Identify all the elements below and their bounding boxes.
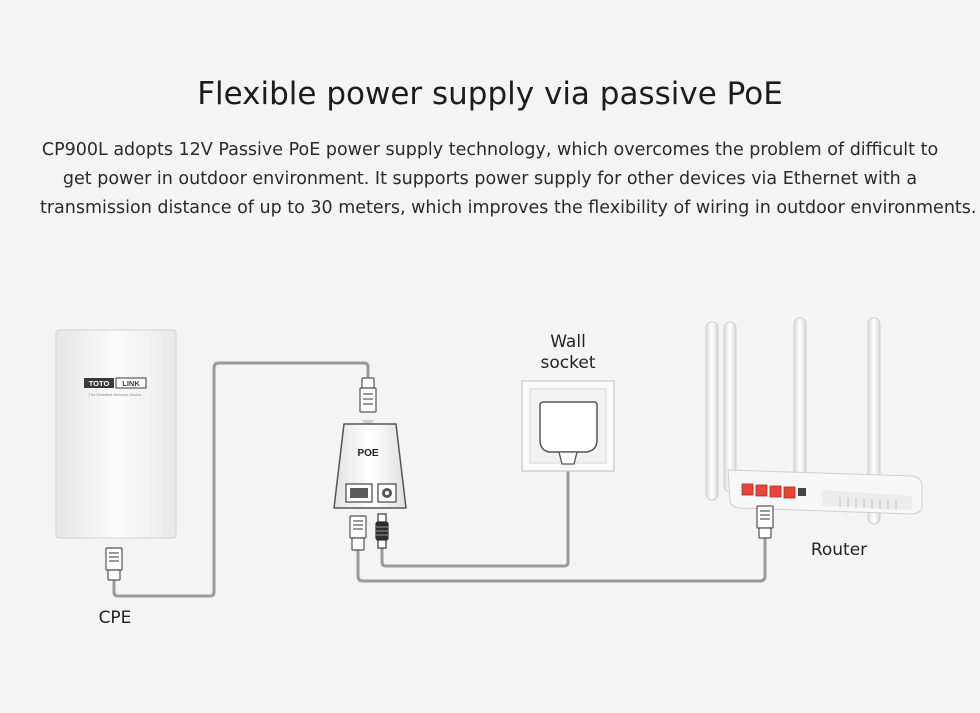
antenna-2 (723, 321, 737, 493)
antenna-1 (705, 321, 719, 501)
cpe-logo-right-block (115, 377, 147, 389)
description-line-1: CP900L adopts 12V Passive PoE power supp… (41, 140, 939, 160)
poe-injector: POE (333, 423, 407, 509)
page-title: Flexible power supply via passive PoE (197, 76, 783, 112)
cpe-brand-left: TOTO (89, 379, 110, 388)
wall-socket (521, 380, 615, 472)
cpe-rj45-connector (105, 547, 123, 581)
power-adapter (539, 401, 598, 453)
router-label: Router (810, 540, 868, 560)
router-ports (741, 483, 796, 499)
cpe-tagline: The Smartest Network Device (88, 392, 142, 397)
poe-input-connector (359, 377, 377, 413)
cable-poe-to-router (356, 536, 767, 583)
cpe-brand-right: LINK (122, 379, 140, 388)
wall-socket-label-line-1: Wall (550, 332, 586, 352)
wall-socket-label-line-2: socket (540, 353, 596, 373)
poe-label: POE (357, 448, 378, 459)
antenna-4 (867, 317, 881, 525)
cpe-device: TOTO LINK The Smartest Network Device (55, 329, 177, 539)
poe-lan-connector (349, 515, 367, 551)
description-line-2: get power in outdoor environment. It sup… (62, 169, 918, 189)
router-power-port (798, 488, 806, 496)
wall-socket-label: Wall socket (528, 332, 608, 374)
router (705, 317, 923, 525)
cables (112, 361, 767, 598)
router-rj45-connector (756, 505, 774, 539)
cable-cpe-to-poe (112, 361, 370, 598)
cpe-logo-left-block (84, 378, 114, 388)
dc-plug-connector (375, 513, 389, 549)
description-line-3: transmission distance of up to 30 meters… (40, 198, 977, 218)
cable-dc-to-socket (380, 464, 570, 568)
cpe-label: CPE (98, 608, 132, 628)
page-description: CP900L adopts 12V Passive PoE power supp… (40, 136, 977, 223)
